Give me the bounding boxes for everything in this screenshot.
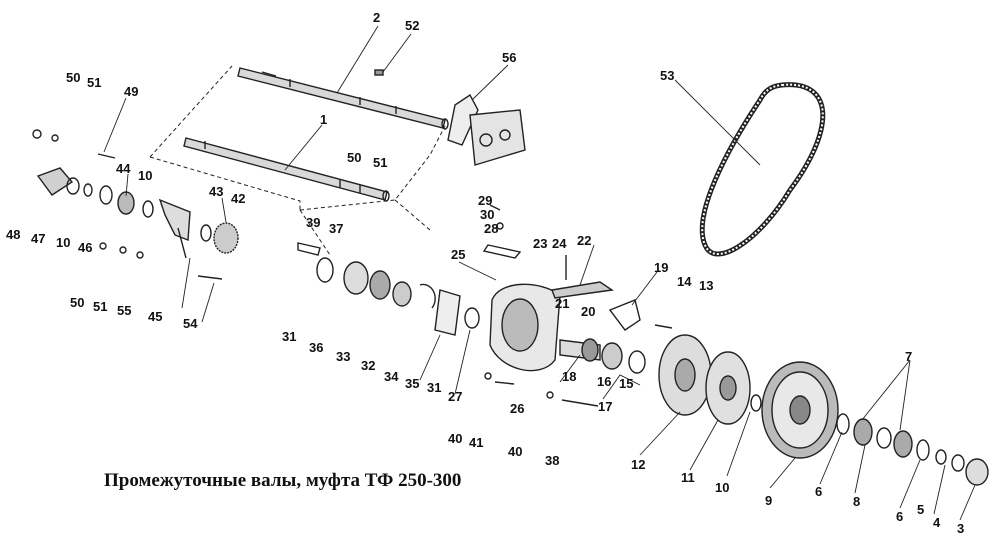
label-16: 16 — [597, 374, 611, 389]
label-5: 5 — [917, 502, 924, 517]
label-36: 36 — [309, 340, 323, 355]
label-43: 43 — [209, 184, 223, 199]
label-29: 29 — [478, 193, 492, 208]
label-53: 53 — [660, 68, 674, 83]
label-30: 30 — [480, 207, 494, 222]
label-35: 35 — [405, 376, 419, 391]
clutch-housing-25 — [489, 283, 601, 372]
lever-group-21-30 — [482, 204, 673, 331]
label-49: 49 — [124, 84, 138, 99]
label-46: 46 — [78, 240, 92, 255]
label-47: 47 — [31, 231, 45, 246]
label-13: 13 — [699, 278, 713, 293]
label-15: 15 — [619, 376, 633, 391]
pressure-plate-12 — [658, 334, 712, 416]
label-55: 55 — [117, 303, 131, 318]
label-3: 3 — [957, 521, 964, 536]
label-37: 37 — [329, 221, 343, 236]
bolt-group-38-41 — [484, 372, 599, 407]
assembly-guide-lines — [149, 65, 446, 256]
label-21: 21 — [555, 296, 569, 311]
label-39: 39 — [306, 215, 320, 230]
label-31: 31 — [282, 329, 296, 344]
label-23: 23 — [533, 236, 547, 251]
label-42: 42 — [231, 191, 245, 206]
label-12: 12 — [631, 457, 645, 472]
label-6: 6 — [896, 509, 903, 524]
label-19: 19 — [654, 260, 668, 275]
label-51: 51 — [373, 155, 387, 170]
label-40: 40 — [508, 444, 522, 459]
label-52: 52 — [405, 18, 419, 33]
label-44: 44 — [116, 161, 131, 176]
label-9: 9 — [765, 493, 772, 508]
ring-10 — [750, 394, 762, 412]
label-18: 18 — [562, 369, 576, 384]
label-41: 41 — [469, 435, 483, 450]
label-11: 11 — [681, 470, 695, 485]
label-40: 40 — [448, 431, 462, 446]
middle-bearing-group — [297, 242, 480, 336]
label-1: 1 — [320, 112, 327, 127]
label-2: 2 — [373, 10, 380, 25]
label-10: 10 — [138, 168, 152, 183]
label-24: 24 — [552, 236, 567, 251]
callout-labels: 2 52 56 53 1 50 51 49 50 51 44 10 43 42 … — [6, 10, 964, 536]
label-38: 38 — [545, 453, 559, 468]
label-20: 20 — [581, 304, 595, 319]
label-6: 6 — [815, 484, 822, 499]
label-51: 51 — [87, 75, 101, 90]
label-8: 8 — [853, 494, 860, 509]
label-50: 50 — [66, 70, 80, 85]
label-14: 14 — [677, 274, 692, 289]
label-31: 31 — [427, 380, 441, 395]
label-33: 33 — [336, 349, 350, 364]
friction-disc-11 — [705, 351, 751, 425]
label-4: 4 — [933, 515, 941, 530]
pulley-9 — [761, 361, 839, 459]
bracket-56 — [447, 93, 526, 166]
label-7: 7 — [905, 349, 912, 364]
label-10: 10 — [715, 480, 729, 495]
bearing-group-15-18 — [581, 338, 646, 374]
left-bearing-group — [32, 129, 239, 280]
right-bearing-group — [836, 413, 989, 486]
figure-caption: Промежуточные валы, муфта ТФ 250-300 — [104, 470, 462, 491]
leader-lines — [103, 25, 976, 521]
v-belt-53 — [699, 82, 826, 257]
label-28: 28 — [484, 221, 498, 236]
label-54: 54 — [183, 316, 198, 331]
label-48: 48 — [6, 227, 20, 242]
label-34: 34 — [384, 369, 399, 384]
label-51: 51 — [93, 299, 107, 314]
shaft-2 — [237, 67, 449, 130]
label-32: 32 — [361, 358, 375, 373]
label-50: 50 — [70, 295, 84, 310]
label-25: 25 — [451, 247, 465, 262]
label-50: 50 — [347, 150, 361, 165]
label-17: 17 — [598, 399, 612, 414]
label-45: 45 — [148, 309, 162, 324]
pin-52 — [374, 69, 384, 76]
label-10: 10 — [56, 235, 70, 250]
label-56: 56 — [502, 50, 516, 65]
label-22: 22 — [577, 233, 591, 248]
label-26: 26 — [510, 401, 524, 416]
label-27: 27 — [448, 389, 462, 404]
